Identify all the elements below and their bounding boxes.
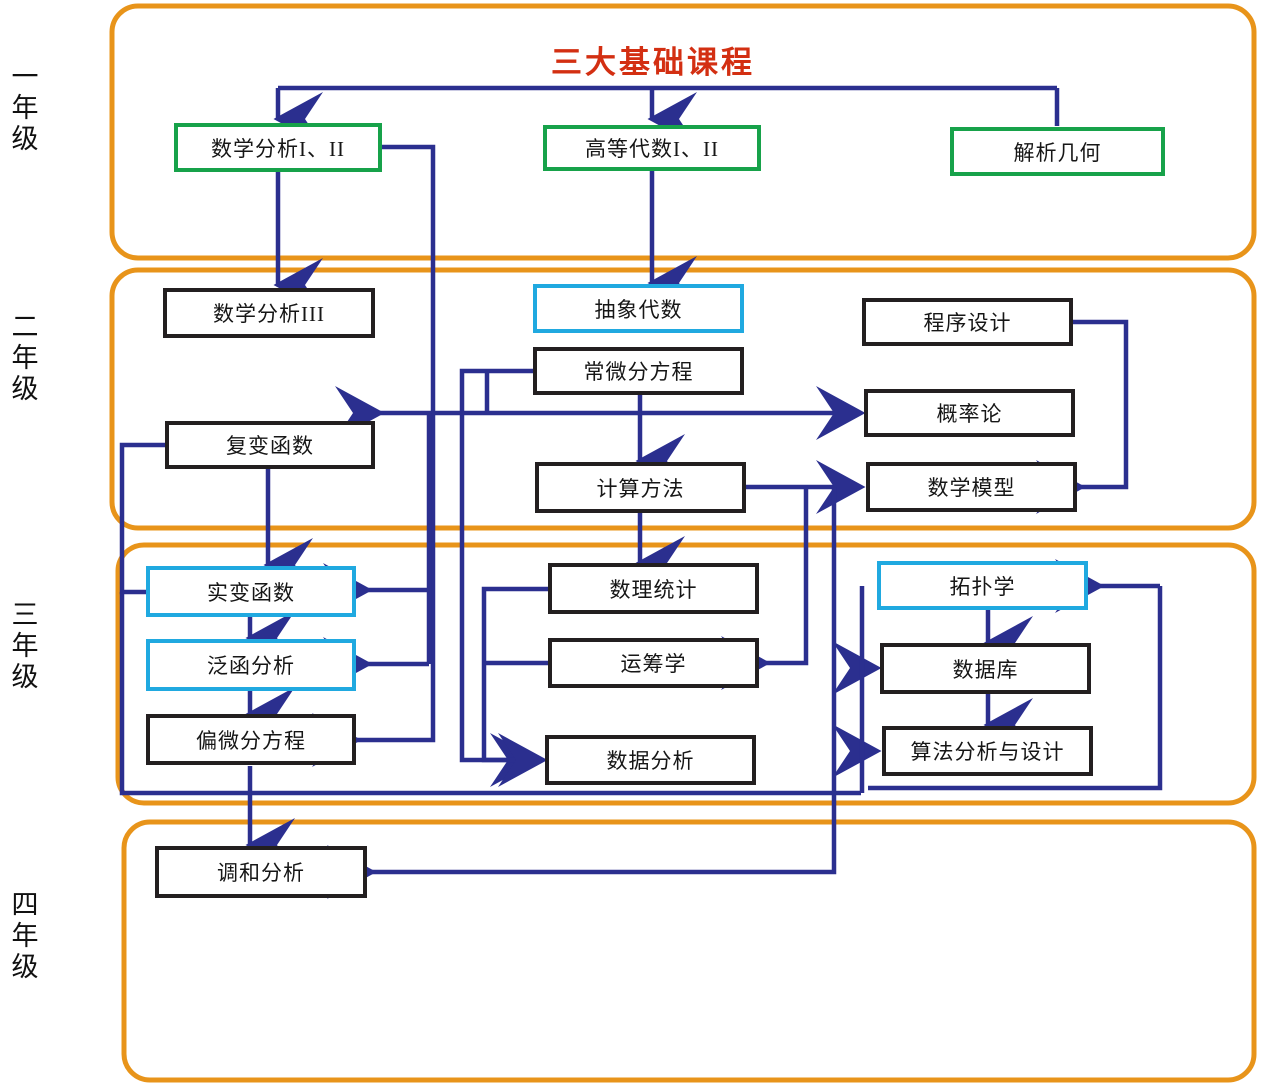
node-real-analysis[interactable]: 实变函数 bbox=[146, 566, 356, 617]
edge-ode-left-bus bbox=[459, 368, 540, 787]
edge-programming-to-modeling bbox=[1036, 319, 1129, 514]
edge-complex-left-loop bbox=[119, 442, 165, 595]
node-numerical-methods[interactable]: 计算方法 bbox=[535, 462, 746, 513]
node-ode[interactable]: 常微分方程 bbox=[533, 347, 744, 395]
diagram-title: 三大基础课程 bbox=[551, 45, 755, 80]
grade-label-year-3: 三年级 bbox=[11, 600, 39, 692]
node-database[interactable]: 数据库 bbox=[880, 643, 1091, 694]
grade-label-year-1: 一年级 bbox=[11, 62, 39, 154]
edge-complex-bus-to-database bbox=[119, 592, 861, 796]
node-analytic-geometry[interactable]: 解析几何 bbox=[950, 127, 1165, 176]
node-abstract-algebra[interactable]: 抽象代数 bbox=[533, 284, 744, 333]
edge-statistics-to-data-analysis bbox=[481, 586, 548, 787]
node-algorithm-design[interactable]: 算法分析与设计 bbox=[882, 726, 1093, 776]
grade-label-year-4: 四年级 bbox=[11, 890, 39, 982]
node-data-analysis[interactable]: 数据分析 bbox=[545, 735, 756, 785]
node-operations-research[interactable]: 运筹学 bbox=[548, 638, 759, 688]
node-complex-analysis[interactable]: 复变函数 bbox=[165, 421, 375, 469]
node-pde[interactable]: 偏微分方程 bbox=[146, 714, 356, 765]
edge-modeling-to-harmonic bbox=[327, 487, 837, 899]
node-math-analysis-3[interactable]: 数学分析III bbox=[163, 288, 375, 338]
grade-frame-year-3 bbox=[115, 542, 1257, 806]
node-topology[interactable]: 拓扑学 bbox=[877, 561, 1088, 610]
edge-ma12-to-pde bbox=[312, 144, 436, 767]
grade-frame-year-4 bbox=[121, 819, 1257, 1083]
node-math-analysis-12[interactable]: 数学分析I、II bbox=[174, 123, 382, 172]
node-math-modeling[interactable]: 数学模型 bbox=[866, 462, 1077, 512]
node-programming[interactable]: 程序设计 bbox=[862, 298, 1073, 346]
edge-numerical-to-or bbox=[721, 487, 809, 690]
node-harmonic-analysis[interactable]: 调和分析 bbox=[155, 846, 367, 898]
edge-algorithm-to-topology bbox=[868, 586, 1163, 791]
node-math-statistics[interactable]: 数理统计 bbox=[548, 563, 759, 614]
grade-label-year-2: 二年级 bbox=[11, 312, 39, 404]
node-functional-analysis[interactable]: 泛函分析 bbox=[146, 639, 356, 691]
node-probability[interactable]: 概率论 bbox=[864, 389, 1075, 437]
node-higher-algebra-12[interactable]: 高等代数I、II bbox=[543, 125, 761, 171]
